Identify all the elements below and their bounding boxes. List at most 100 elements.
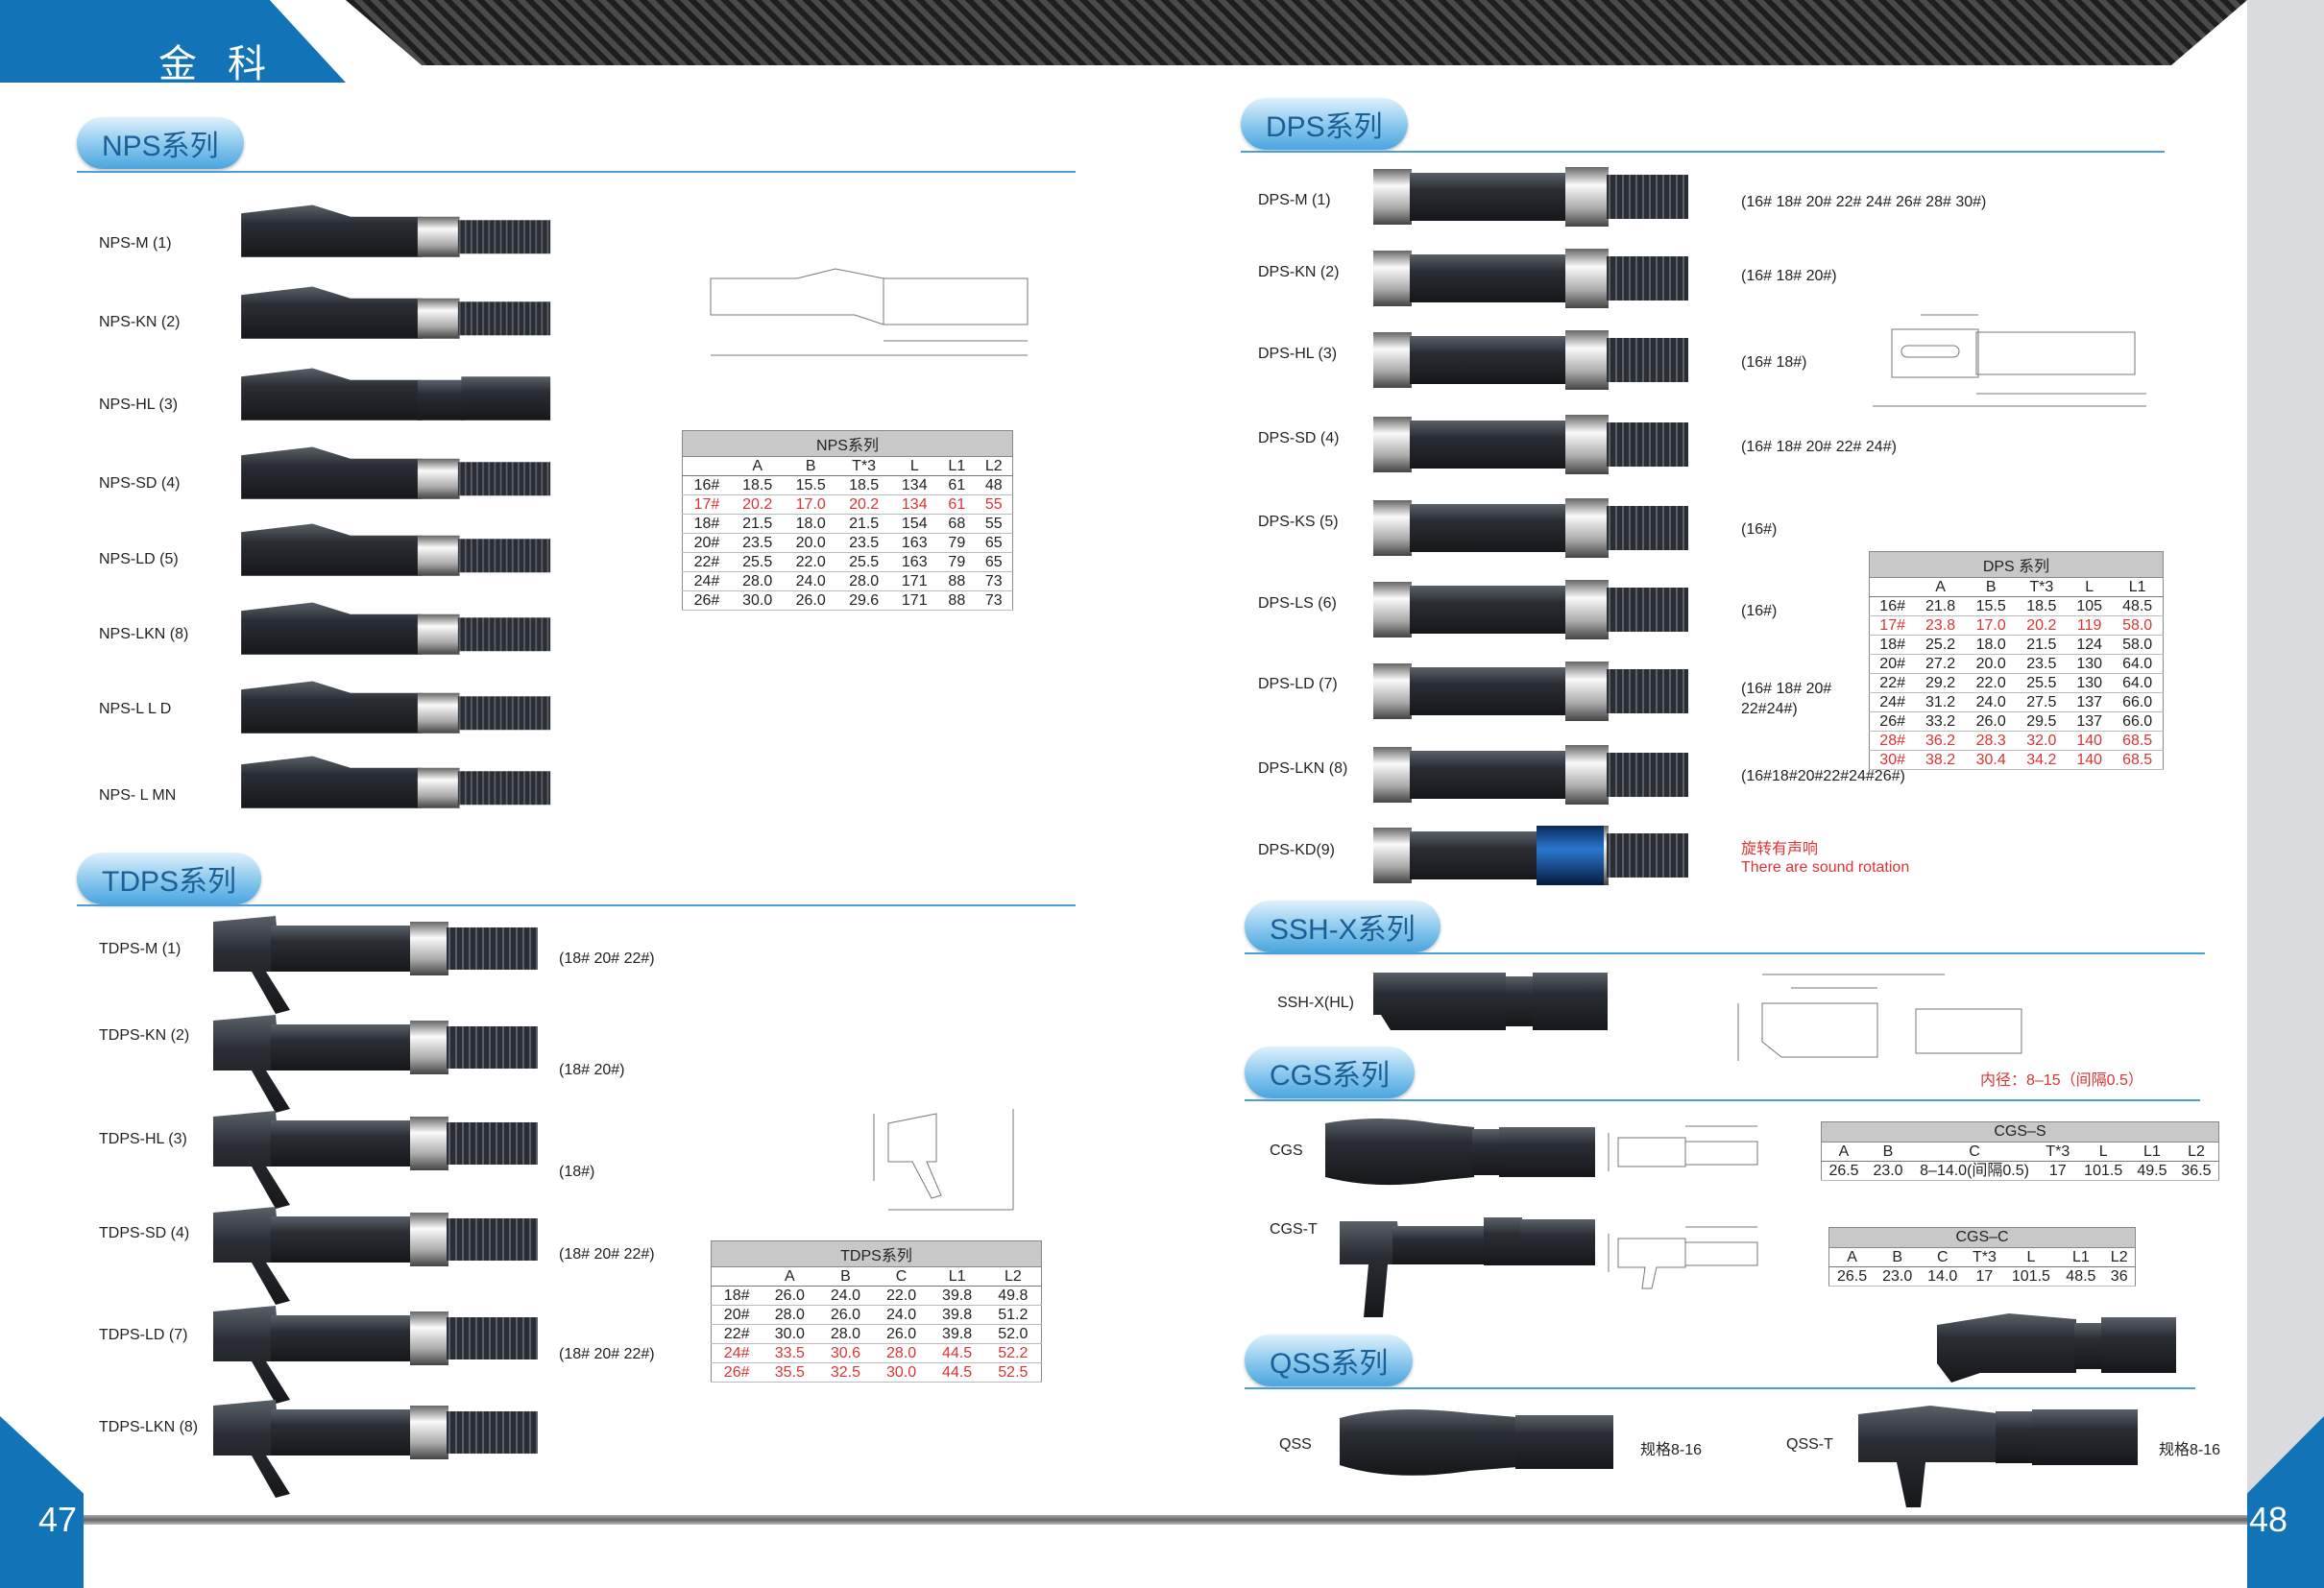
qss-t-grip-image xyxy=(1858,1406,2138,1507)
table-header-cell: A xyxy=(762,1266,818,1287)
table-cell: 17.0 xyxy=(784,494,837,515)
table-cell: 68.5 xyxy=(2112,731,2164,751)
table-header-cell: L1 xyxy=(938,456,976,476)
table-cell: 26.0 xyxy=(1965,711,2017,732)
table-cell: 25.5 xyxy=(2016,673,2068,693)
dps-note-cn: 旋转有声响 xyxy=(1741,841,1819,857)
cgs-c-table-caption: CGS–C xyxy=(1828,1227,2136,1247)
table-header-cell: L1 xyxy=(2112,577,2164,597)
tdps-grip-image xyxy=(213,914,540,1020)
qss-t-item-label: QSS-T xyxy=(1786,1436,1833,1453)
nps-item-label: NPS-HL (3) xyxy=(99,397,179,413)
sshx-item-label: SSH-X(HL) xyxy=(1277,995,1355,1011)
dps-size-list: (16# 18# 20# 22# 24#) xyxy=(1741,439,1897,455)
dps-item-label: DPS-LS (6) xyxy=(1258,595,1337,612)
table-cell: 20.2 xyxy=(836,494,891,515)
right-margin-strip xyxy=(2247,0,2324,1588)
table-cell: 29.2 xyxy=(1915,673,1966,693)
table-cell: 39.8 xyxy=(929,1305,985,1325)
section-rule-qss xyxy=(1245,1387,2195,1389)
nps-grip-image xyxy=(219,202,574,269)
table-header-cell: C xyxy=(873,1266,930,1287)
table-cell: 28.0 xyxy=(817,1324,874,1344)
table-cell: 28.0 xyxy=(730,571,785,591)
tdps-item-label: TDPS-HL (3) xyxy=(99,1131,187,1147)
table-cell: 24# xyxy=(711,1343,763,1363)
table-cell: 163 xyxy=(890,533,939,553)
table-cell: 17.0 xyxy=(1965,615,2017,636)
table-cell: 49.8 xyxy=(984,1286,1042,1306)
nps-grip-image xyxy=(219,599,574,666)
tdps-size-list: (18# 20# 22#) xyxy=(559,1246,655,1263)
cgs-grip-image xyxy=(1325,1119,1595,1186)
sshx-inner-diameter-note: 内径：8–15（间隔0.5） xyxy=(1980,1072,2143,1089)
dps-size-list: (16# 18# 20#) xyxy=(1741,268,1837,284)
table-cell: 66.0 xyxy=(2112,692,2164,712)
table-header-cell: L1 xyxy=(2129,1142,2174,1162)
table-cell: 52.0 xyxy=(984,1324,1042,1344)
table-header-cell: L2 xyxy=(984,1266,1042,1287)
table-cell: 26.0 xyxy=(873,1324,930,1344)
table-cell: 36 xyxy=(2103,1266,2136,1287)
table-cell: 64.0 xyxy=(2112,654,2164,674)
table-cell: 65 xyxy=(975,533,1013,553)
dps-grip-image xyxy=(1373,576,1690,643)
table-cell: 58.0 xyxy=(2112,615,2164,636)
table-header-cell: T*3 xyxy=(2039,1142,2077,1162)
table-cell: 55 xyxy=(975,514,1013,534)
section-header-nps: NPS系列 xyxy=(77,117,244,169)
table-header-cell xyxy=(682,456,731,476)
table-header-cell: L1 xyxy=(2058,1247,2104,1267)
tdps-grip-image xyxy=(213,1398,540,1504)
table-header-cell: L1 xyxy=(929,1266,985,1287)
dps-item-label: DPS-LKN (8) xyxy=(1258,760,1348,777)
dps-item-label: DPS-LD (7) xyxy=(1258,676,1338,692)
table-cell: 140 xyxy=(2067,731,2113,751)
nps-grip-image xyxy=(219,283,574,350)
table-cell: 30.4 xyxy=(1965,750,2017,770)
qss-grip-image xyxy=(1340,1409,1613,1476)
table-cell: 26.5 xyxy=(1821,1161,1867,1181)
table-cell: 48.5 xyxy=(2112,596,2164,616)
table-cell: 23.5 xyxy=(2016,654,2068,674)
table-cell: 22.0 xyxy=(784,552,837,572)
footer-rule xyxy=(84,1515,2247,1525)
table-cell: 119 xyxy=(2067,615,2113,636)
tdps-grip-image xyxy=(213,1013,540,1119)
dps-grip-image xyxy=(1373,658,1690,725)
table-cell: 28.0 xyxy=(836,571,891,591)
table-cell: 39.8 xyxy=(929,1286,985,1306)
table-cell: 23.0 xyxy=(1866,1161,1910,1181)
table-cell: 134 xyxy=(890,475,939,495)
table-cell: 32.0 xyxy=(2016,731,2068,751)
table-cell: 30.0 xyxy=(762,1324,818,1344)
section-rule-nps xyxy=(77,171,1076,173)
table-cell: 73 xyxy=(975,571,1013,591)
table-cell: 18.0 xyxy=(784,514,837,534)
tdps-size-list: (18#) xyxy=(559,1164,595,1180)
table-header-cell: B xyxy=(1866,1142,1910,1162)
qss-t-spec: 规格8-16 xyxy=(2159,1442,2221,1458)
table-header-cell: C xyxy=(1920,1247,1966,1267)
table-header-cell: L xyxy=(2076,1142,2130,1162)
table-cell: 22.0 xyxy=(1965,673,2017,693)
table-cell: 171 xyxy=(890,590,939,611)
table-header-cell: B xyxy=(1965,577,2017,597)
dps-grip-image xyxy=(1373,826,1690,885)
table-cell: 44.5 xyxy=(929,1362,985,1383)
table-cell: 32.5 xyxy=(817,1362,874,1383)
qss-item-label: QSS xyxy=(1279,1436,1312,1453)
table-cell: 52.2 xyxy=(984,1343,1042,1363)
dps-table-caption: DPS 系列 xyxy=(1869,551,2164,577)
table-cell: 88 xyxy=(938,571,976,591)
